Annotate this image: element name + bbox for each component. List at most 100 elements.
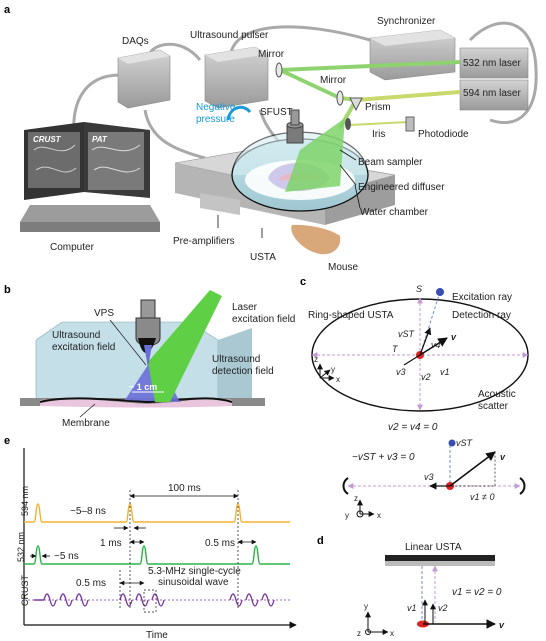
t-05ms-label-b: 0.5 ms (76, 578, 106, 589)
water-chamber (231, 118, 369, 212)
eq1-label: v2 = v4 = 0 (388, 422, 438, 433)
iris (345, 118, 351, 130)
eq2-label: −vST + v3 = 0 (352, 452, 415, 463)
panel-e-timing (23, 448, 297, 629)
laser-594-label: 594 nm laser (463, 88, 521, 99)
prism (349, 97, 363, 112)
negative-pressure-label-1: Negative (196, 102, 236, 113)
engineered-diffuser-label: Engineered diffuser (358, 182, 445, 193)
usta-label: USTA (250, 252, 276, 263)
pre-amplifiers-label: Pre-amplifiers (173, 236, 235, 247)
prism-label: Prism (365, 102, 391, 113)
axis2-z-label: z (354, 494, 358, 503)
laser-532-label: 532 nm laser (463, 58, 521, 69)
wave-label-2: sinusoidal wave (158, 577, 229, 588)
us-detection-label-1: Ultrasound (212, 354, 260, 365)
d-axis-z-label: z (357, 629, 361, 638)
us-excitation-label-2: excitation field (52, 342, 115, 353)
axis2-y-label: y (345, 511, 349, 520)
axis2-x-label: x (377, 511, 381, 520)
daqs-label: DAQs (122, 36, 149, 47)
v3-label: v3 (396, 367, 406, 377)
sfust-label: SFUST (260, 107, 293, 118)
panel-c-diagram (311, 288, 529, 412)
detection-ray-label: Detection ray (452, 310, 511, 321)
linear-usta-label: Linear USTA (405, 542, 462, 553)
ultrasound-pulser-box (204, 46, 269, 109)
ultrasound-pulser-label: Ultrasound pulser (190, 30, 269, 41)
panel-b-diagram (20, 290, 265, 408)
synchronizer-label: Synchronizer (377, 16, 436, 27)
ring-usta-label: Ring-shaped USTA (308, 310, 394, 321)
axis-y-label: y (331, 365, 335, 374)
excitation-ray-label: Excitation ray (452, 292, 512, 303)
acoustic-label-1: Acoustic (478, 389, 516, 400)
sfust (286, 109, 304, 144)
t-05ms-label-a: 0.5 ms (205, 538, 235, 549)
v2-label: v2 (421, 372, 431, 382)
mouse-label: Mouse (328, 262, 358, 273)
scale-label: ~ 1 cm (129, 382, 157, 392)
computer-label: Computer (50, 242, 95, 253)
water-chamber-label: Water chamber (360, 207, 429, 218)
t-label: T (392, 344, 399, 354)
wave-label-1: 5.3-MHz single-cycle (148, 566, 241, 577)
t-5ns-label: ~5 ns (54, 551, 79, 562)
membrane-leader (79, 403, 96, 418)
membrane-label: Membrane (62, 418, 110, 429)
pat-image (88, 132, 144, 190)
laser-594-box (459, 79, 529, 111)
t-100ms-label: 100 ms (168, 483, 201, 494)
panel-d-label: d (317, 535, 324, 547)
v3b-label: v3 (424, 472, 434, 482)
t-5-8ns-label: ~5–8 ns (70, 506, 106, 517)
mirror-1-label: Mirror (258, 49, 285, 60)
vps-label: VPS (94, 308, 114, 319)
d-v1-label: v1 (407, 603, 417, 613)
vst-label: vST (398, 329, 416, 339)
us-detection-label-2: detection field (212, 366, 274, 377)
computer (20, 122, 160, 232)
panel-c-lower (342, 439, 526, 518)
crust-label: CRUST (33, 135, 62, 144)
d-axis-y-label: y (364, 602, 368, 611)
daqs-box (117, 49, 171, 109)
vst2-label: vST (456, 438, 474, 448)
panel-a-leaders (217, 149, 361, 238)
v1-label: v1 (440, 367, 450, 377)
row-594-label: 594 nm (20, 486, 30, 516)
mirror-1 (275, 62, 283, 78)
v1b-label: v1 ≠ 0 (470, 492, 494, 502)
row-crust-label: CRUST (20, 574, 30, 606)
d-v-label: v (499, 620, 505, 630)
v2-vector-label: v (500, 452, 506, 462)
panel-b-label: b (4, 284, 11, 296)
photodiode-label: Photodiode (418, 129, 469, 140)
row-532-label: 532 nm (16, 532, 26, 562)
v4-label: v4 (431, 340, 441, 350)
photodiode (405, 116, 415, 132)
s-label: S (416, 284, 422, 294)
t-1ms-label: 1 ms (100, 538, 122, 549)
d-eq-label: v1 = v2 = 0 (452, 587, 502, 598)
mirror-2 (336, 90, 344, 106)
negative-pressure-label-2: pressure (196, 114, 235, 125)
axis-z-label: z (314, 355, 318, 364)
acoustic-label-2: scatter (478, 401, 509, 412)
crust-image (28, 132, 80, 188)
x-axis-label: Time (146, 630, 168, 641)
laser-field-label-2: excitation field (232, 314, 295, 325)
us-excitation-label-1: Ultrasound (52, 330, 100, 341)
panel-d-diagram (365, 555, 496, 635)
panel-e-label: e (4, 435, 10, 447)
d-axis-x-label: x (390, 629, 394, 638)
mirror-2-label: Mirror (320, 75, 347, 86)
synchronizer-box (369, 29, 456, 81)
vps-leader (109, 319, 147, 366)
mouse-body (291, 224, 341, 255)
d-v2-label: v2 (438, 603, 448, 613)
iris-label: Iris (372, 129, 385, 140)
pat-label: PAT (92, 135, 108, 144)
axis-x-label: x (336, 375, 340, 384)
panel-a-label: a (4, 4, 11, 16)
